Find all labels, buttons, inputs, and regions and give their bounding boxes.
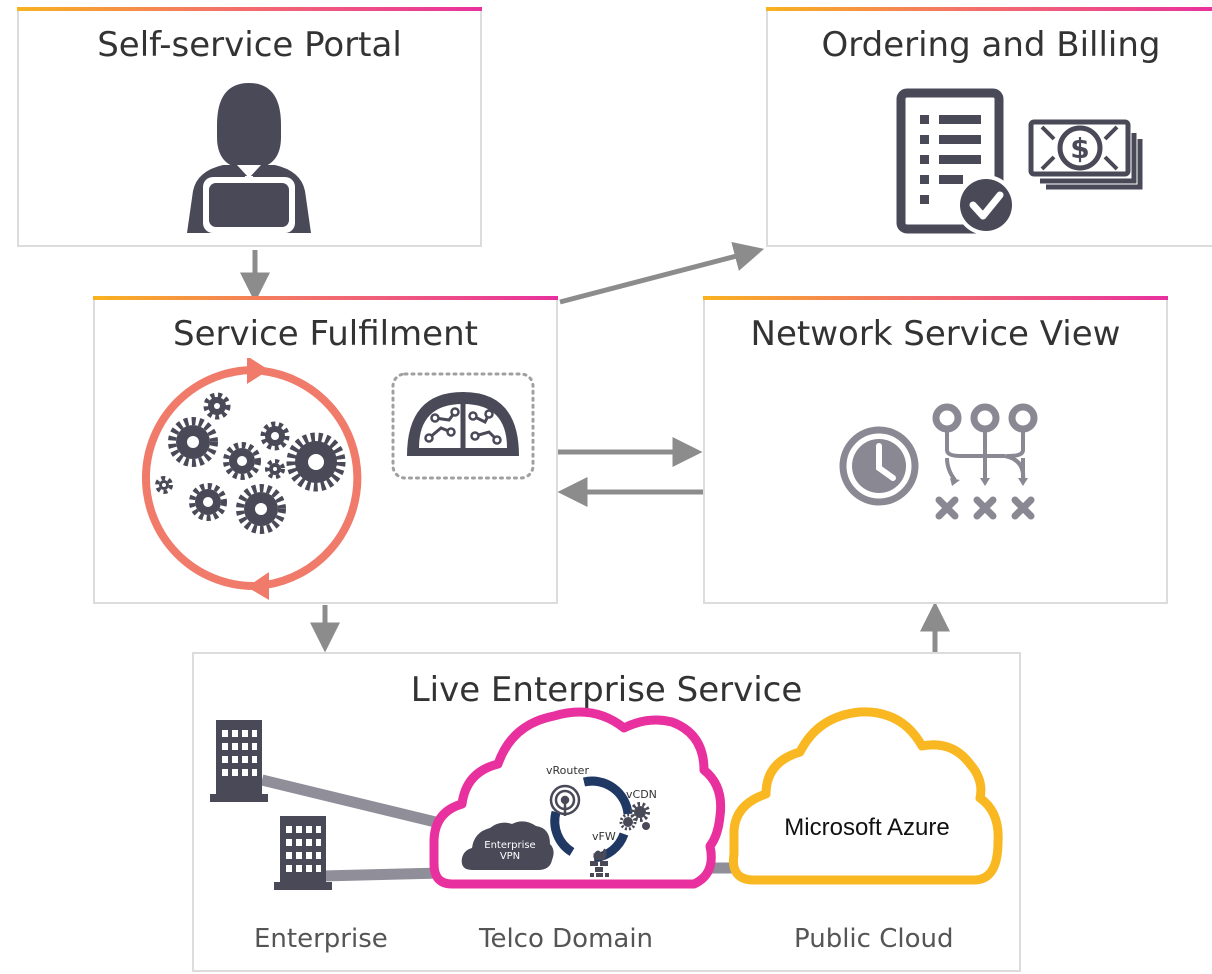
brain-circuit-icon <box>391 372 535 480</box>
link-building2-to-telco <box>321 867 443 882</box>
vrouter-label: vRouter <box>546 764 589 777</box>
gradient-bar <box>766 7 1212 11</box>
column-label-public-cloud: Public Cloud <box>794 924 954 954</box>
user-at-laptop-icon <box>187 83 311 233</box>
column-label-enterprise: Enterprise <box>254 924 388 954</box>
link-building1-to-telco <box>260 774 454 832</box>
live-service-diagram <box>210 707 1003 890</box>
box-title: Ordering and Billing <box>821 25 1161 65</box>
cash-bills-icon: $ <box>1028 119 1143 190</box>
box-title: Live Enterprise Service <box>410 670 803 710</box>
enterprise-vpn-label: Enterprise VPN <box>474 840 546 862</box>
column-label-telco-domain: Telco Domain <box>479 924 654 954</box>
vpn-label-line1: Enterprise <box>484 840 536 851</box>
network-service-view-box: Network Service View <box>703 296 1168 604</box>
vfw-firewall-icon <box>590 848 609 877</box>
invoice-checklist-icon <box>896 88 1016 235</box>
box-title: Self-service Portal <box>97 25 402 65</box>
azure-label: Microsoft Azure <box>784 814 950 841</box>
vfw-label: vFW <box>592 830 616 843</box>
arrow-fulfilment-to-ordering <box>559 241 765 305</box>
automation-gears-cycle-icon <box>142 358 362 600</box>
self-service-portal-box: Self-service Portal <box>17 7 482 247</box>
network-topology-clock-icon <box>839 403 1038 520</box>
ordering-and-billing-box: Ordering and Billing $ <box>766 7 1212 247</box>
box-title: Service Fulfilment <box>173 314 478 354</box>
svg-text:$: $ <box>1070 132 1089 165</box>
gradient-bar <box>17 7 482 11</box>
enterprise-building-icon <box>210 720 268 802</box>
vpn-label-line2: VPN <box>499 851 521 862</box>
vpn-cloud-shape <box>461 821 554 870</box>
box-title: Network Service View <box>750 314 1121 354</box>
vcdn-gears-icon <box>619 802 650 831</box>
vcdn-label: vCDN <box>626 788 657 801</box>
azure-cloud-shape <box>728 707 1003 885</box>
live-enterprise-service-box: Live Enterprise Service <box>192 652 1021 972</box>
gradient-bar <box>703 296 1168 300</box>
gradient-bar <box>93 296 558 300</box>
service-fulfilment-box: Service Fulfilment <box>93 296 558 604</box>
enterprise-building-icon <box>274 816 332 890</box>
vrouter-icon <box>549 784 581 816</box>
